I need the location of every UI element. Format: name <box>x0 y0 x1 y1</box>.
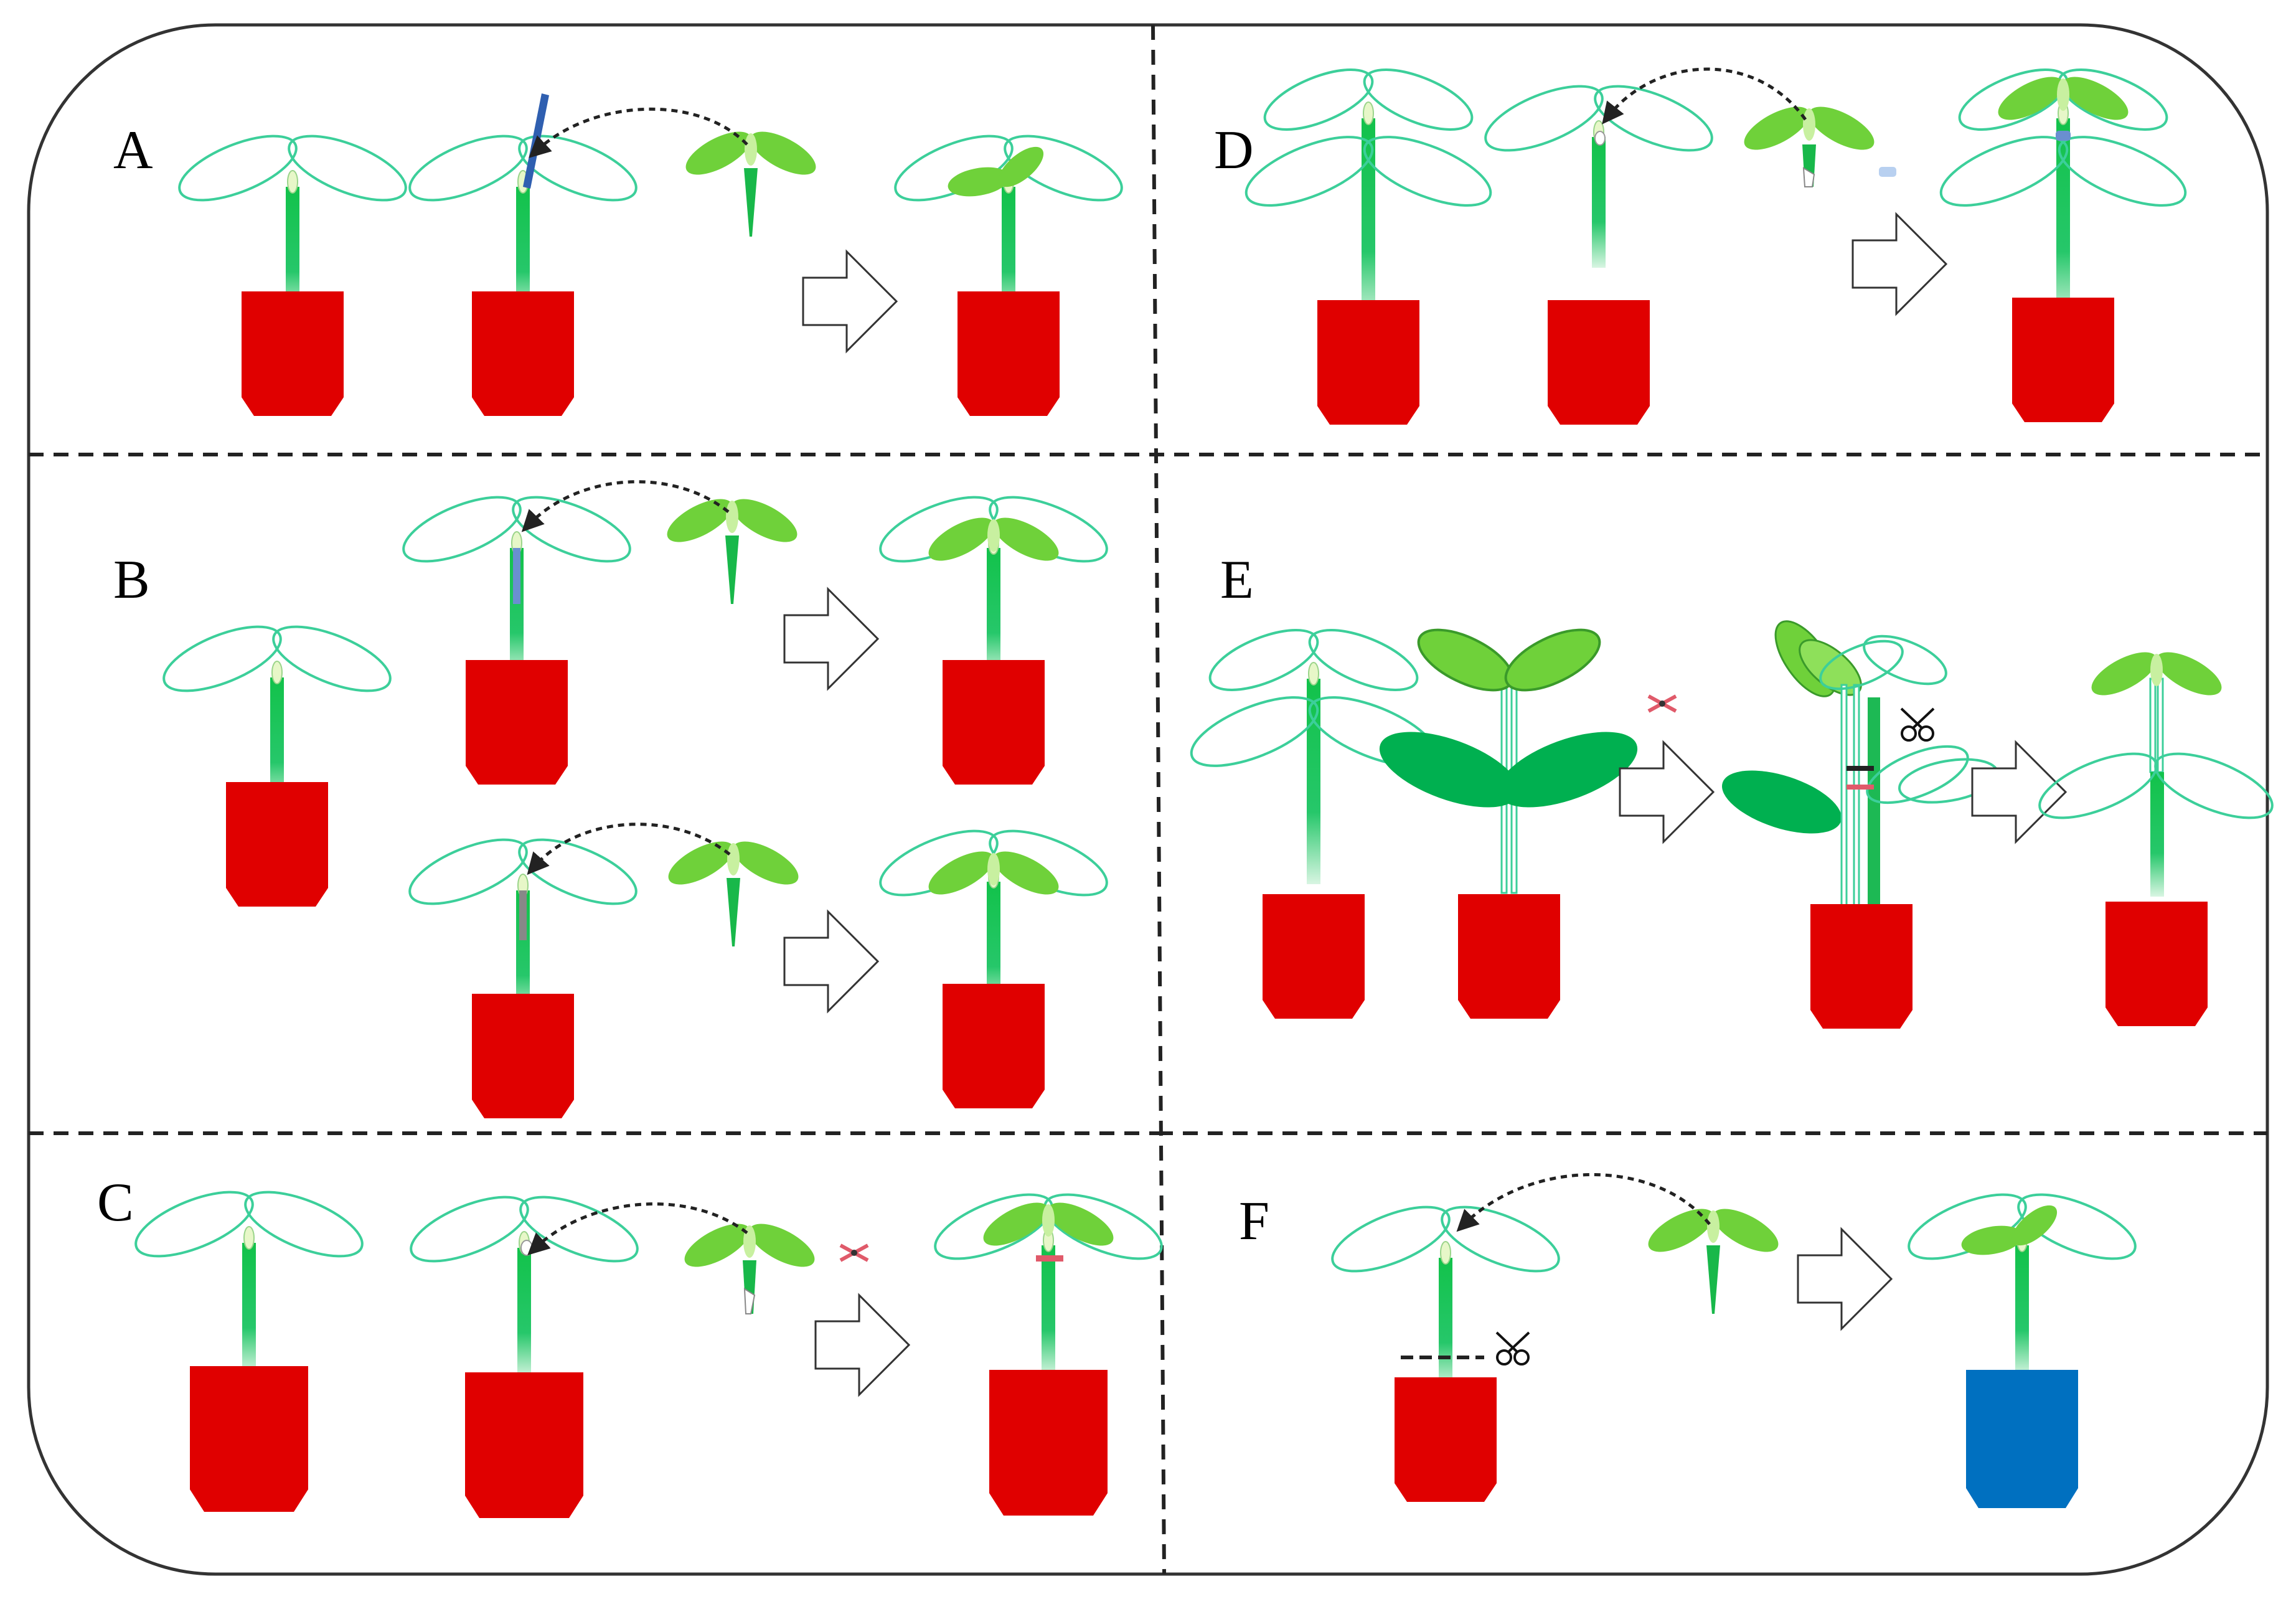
panel-label-f: F <box>1239 1191 1269 1252</box>
panel-label-c: C <box>97 1172 134 1233</box>
vertical-divider <box>1151 24 1166 1575</box>
panel-label-d: D <box>1214 120 1254 181</box>
panel-b <box>154 480 1116 1118</box>
figure-frame <box>27 23 2269 1576</box>
dashed-curved-arrow-icon <box>529 107 748 158</box>
panel-e <box>1181 616 2274 1029</box>
panel-a <box>170 93 1131 416</box>
panel-label-b: B <box>113 550 150 610</box>
clip-icon <box>840 1245 868 1260</box>
needle-icon <box>523 93 549 189</box>
panel-label-e: E <box>1220 550 1254 610</box>
panel-label-a: A <box>113 120 153 181</box>
panel-d <box>1236 56 2196 425</box>
hollow-arrow-icon <box>802 250 898 352</box>
panel-f <box>1323 1173 2145 1508</box>
panel-c <box>126 1177 1171 1518</box>
